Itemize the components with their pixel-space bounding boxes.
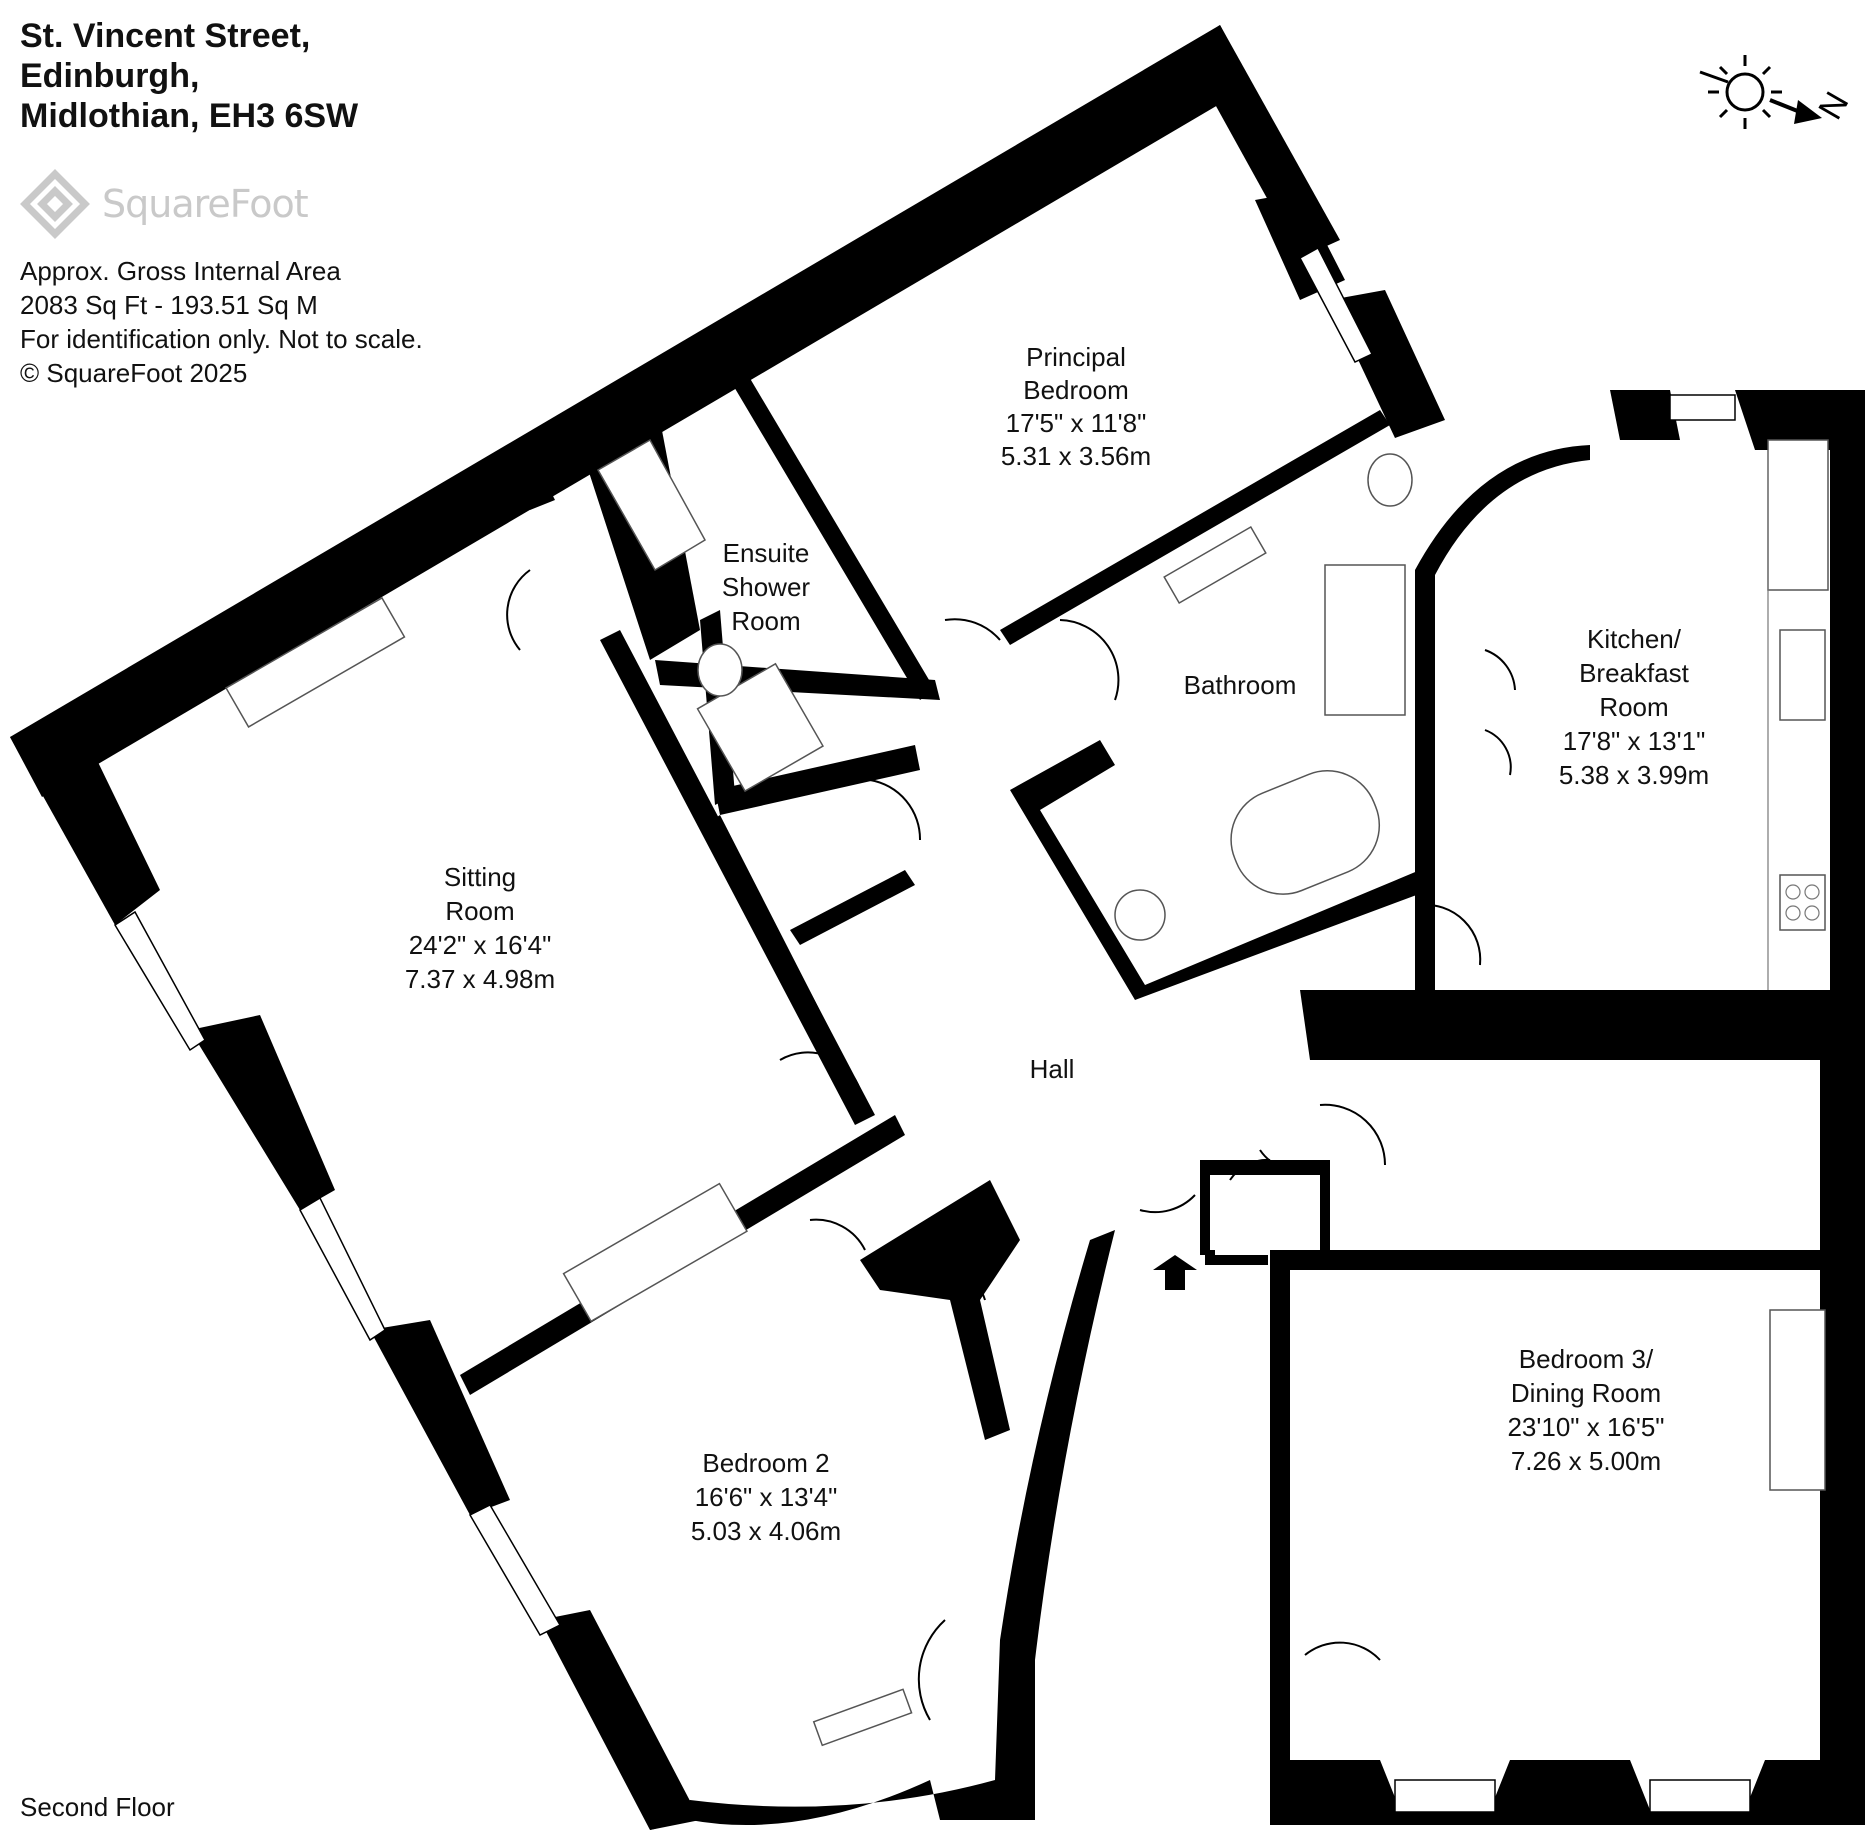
room-name: Dining Room bbox=[1511, 1378, 1661, 1408]
entrance-arrow-icon bbox=[1153, 1255, 1197, 1290]
compass-north-label: N bbox=[1811, 86, 1856, 126]
doors bbox=[506, 569, 1516, 1721]
squarefoot-logo-icon bbox=[20, 169, 90, 239]
room-name: Shower bbox=[722, 572, 810, 602]
room-name: Bathroom bbox=[1184, 670, 1297, 700]
room-name: Bedroom 2 bbox=[702, 1448, 829, 1478]
room-dimensions-imperial: 17'5" x 11'8" bbox=[1006, 408, 1147, 438]
room-dimensions-imperial: 23'10" x 16'5" bbox=[1507, 1412, 1664, 1442]
logo-text: SquareFoot bbox=[102, 182, 309, 226]
room-kitchen: Kitchen/ Breakfast Room 17'8" x 13'1" 5.… bbox=[1559, 624, 1709, 790]
room-dimensions-metric: 5.38 x 3.99m bbox=[1559, 760, 1709, 790]
area-info-line-2: 2083 Sq Ft - 193.51 Sq M bbox=[20, 290, 318, 320]
room-dimensions-metric: 7.26 x 5.00m bbox=[1511, 1446, 1661, 1476]
room-dimensions-imperial: 17'8" x 13'1" bbox=[1563, 726, 1706, 756]
room-name: Kitchen/ bbox=[1587, 624, 1682, 654]
address-line-3: Midlothian, EH3 6SW bbox=[20, 97, 359, 135]
room-name: Hall bbox=[1030, 1054, 1075, 1084]
room-bedroom-2: Bedroom 2 16'6" x 13'4" 5.03 x 4.06m bbox=[691, 1448, 841, 1546]
room-dimensions-metric: 7.37 x 4.98m bbox=[405, 964, 555, 994]
sun-compass-icon: N bbox=[1699, 55, 1856, 129]
room-name: Sitting bbox=[444, 862, 516, 892]
address-line-2: Edinburgh, bbox=[20, 57, 200, 95]
room-labels: Principal Bedroom 17'5" x 11'8" 5.31 x 3… bbox=[405, 342, 1709, 1546]
area-info-line-1: Approx. Gross Internal Area bbox=[20, 256, 341, 286]
room-name: Room bbox=[1599, 692, 1668, 722]
floor-label: Second Floor bbox=[20, 1792, 175, 1822]
room-name: Room bbox=[445, 896, 514, 926]
area-info-line-3: For identification only. Not to scale. bbox=[20, 324, 423, 354]
area-info: Approx. Gross Internal Area 2083 Sq Ft -… bbox=[20, 254, 423, 390]
room-hall: Hall bbox=[1030, 1054, 1075, 1084]
room-dimensions-metric: 5.31 x 3.56m bbox=[1001, 441, 1151, 471]
room-name: Bedroom 3/ bbox=[1519, 1344, 1654, 1374]
logo: SquareFoot bbox=[20, 168, 309, 240]
room-principal-bedroom: Principal Bedroom 17'5" x 11'8" 5.31 x 3… bbox=[1001, 342, 1151, 471]
address-block: St. Vincent Street, Edinburgh, Midlothia… bbox=[20, 16, 358, 136]
room-bedroom-3: Bedroom 3/ Dining Room 23'10" x 16'5" 7.… bbox=[1507, 1344, 1664, 1476]
room-name: Room bbox=[731, 606, 800, 636]
room-dimensions-imperial: 16'6" x 13'4" bbox=[695, 1482, 838, 1512]
room-dimensions-imperial: 24'2" x 16'4" bbox=[409, 930, 552, 960]
room-name: Principal bbox=[1026, 342, 1126, 372]
address-line-1: St. Vincent Street, bbox=[20, 17, 311, 55]
room-ensuite: Ensuite Shower Room bbox=[722, 538, 810, 636]
room-bathroom: Bathroom bbox=[1184, 670, 1297, 700]
windows bbox=[113, 246, 1751, 1813]
room-name: Breakfast bbox=[1579, 658, 1690, 688]
room-name: Bedroom bbox=[1023, 375, 1129, 405]
room-sitting-room: Sitting Room 24'2" x 16'4" 7.37 x 4.98m bbox=[405, 862, 555, 994]
area-info-line-4: © SquareFoot 2025 bbox=[20, 358, 248, 388]
fixtures bbox=[225, 438, 1829, 1747]
room-dimensions-metric: 5.03 x 4.06m bbox=[691, 1516, 841, 1546]
room-name: Ensuite bbox=[723, 538, 810, 568]
